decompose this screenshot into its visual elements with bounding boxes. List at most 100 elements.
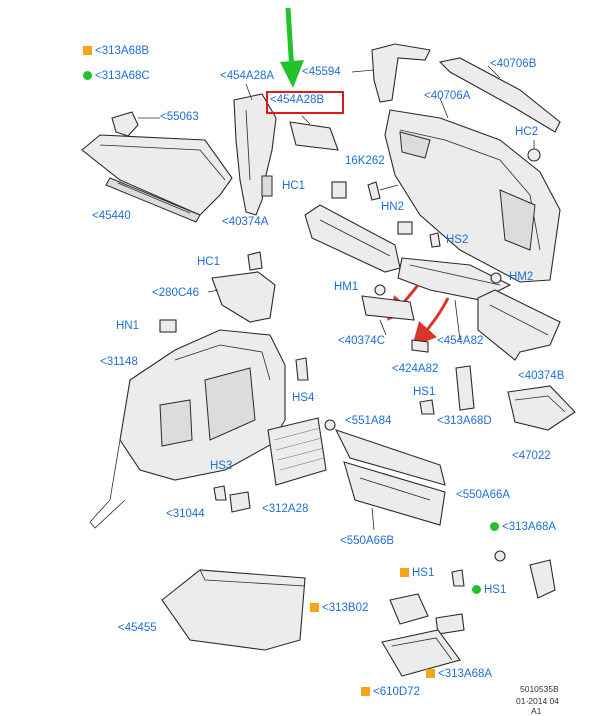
hc1-clip-part — [331, 181, 347, 199]
square-marker — [400, 568, 409, 577]
hm2-part — [490, 272, 502, 284]
callout-40706A: <40706A — [424, 90, 471, 102]
callout-313A68A-bottom-label: <313A68A — [438, 668, 493, 680]
hs1-lower-screw-part — [451, 569, 465, 587]
callout-40374C: <40374C — [338, 335, 385, 347]
dot-marker — [83, 71, 92, 80]
trim-454A28B-part — [289, 115, 339, 151]
callout-16K262: 16K262 — [345, 155, 385, 167]
legend-square: <313A68B — [83, 45, 149, 58]
square-marker — [310, 603, 319, 612]
callout-313A68A-top-label: <313A68A — [502, 521, 557, 533]
upper-trim-part — [351, 43, 431, 103]
callout-454A82: <454A82 — [437, 335, 484, 347]
sill-40374A-part — [304, 204, 401, 273]
callout-HS1-square-label: HS1 — [412, 567, 435, 579]
callout-313B02-label: <313B02 — [322, 602, 369, 614]
callout-31148: <31148 — [100, 356, 138, 368]
callout-550A66A: <550A66A — [456, 489, 511, 501]
callout-HS1-dot-label: HS1 — [484, 584, 507, 596]
hc1-lower-clip-part — [247, 251, 263, 271]
callout-47022: <47022 — [512, 450, 551, 462]
dot-marker — [490, 522, 499, 531]
legend-dot-label: <313A68C — [95, 70, 150, 82]
square-marker — [361, 687, 370, 696]
callout-610D72: <610D72 — [361, 686, 420, 699]
callout-HS4: HS4 — [292, 392, 315, 404]
clip-55063-part — [111, 111, 160, 137]
callout-45594: <45594 — [302, 66, 341, 78]
highlight-box — [266, 91, 344, 114]
hn1-nut-part — [159, 319, 177, 333]
callout-HC1-lower: HC1 — [197, 256, 221, 268]
hn2-nut-part — [397, 221, 413, 235]
legend-dot: <313A68C — [83, 70, 150, 83]
callout-313A68A-top: <313A68A — [490, 521, 556, 534]
load-cover-part — [81, 134, 233, 223]
trim-454A82-part — [454, 299, 461, 341]
legend-square-label: <313A68B — [95, 45, 150, 57]
pillar-trim-part — [233, 83, 277, 216]
callout-551A84: <551A84 — [345, 415, 392, 427]
callout-HM1: HM1 — [334, 281, 359, 293]
trim-40374C-part — [361, 295, 415, 336]
callout-280C46: <280C46 — [152, 287, 199, 299]
callout-45455: <45455 — [118, 622, 157, 634]
fastener-16K262-part — [367, 181, 399, 201]
callout-HN1: HN1 — [116, 320, 140, 332]
trim-424A82-part — [411, 339, 429, 353]
square-marker — [426, 669, 435, 678]
bracket-313B02-part — [389, 593, 429, 625]
callout-HC1-upper: HC1 — [282, 180, 306, 192]
moulding-40706B-part — [438, 57, 561, 133]
callout-40374A: <40374A — [222, 216, 269, 228]
hs3-screw-part — [213, 485, 227, 501]
fastener-551A84-part — [324, 419, 336, 431]
callout-610D72-label: <610D72 — [373, 686, 420, 698]
callout-55063: <55063 — [160, 111, 199, 123]
callout-HM2: HM2 — [509, 271, 534, 283]
hook-313A68A-part — [494, 550, 556, 599]
tray-610D72-part — [381, 629, 461, 677]
callout-HS3: HS3 — [210, 460, 233, 472]
sill-40374B-part — [477, 289, 561, 361]
hc2-fastener-part — [527, 140, 541, 162]
callout-313A68D: <313A68D — [437, 415, 492, 427]
callout-40706B: <40706B — [490, 58, 537, 70]
callout-454A28B: <454A28B — [270, 94, 325, 106]
hook-lower-313A68A-part — [435, 613, 465, 635]
hm1-part — [374, 284, 386, 296]
callout-550A66B: <550A66B — [340, 535, 395, 547]
hs4-screw-part — [295, 357, 309, 381]
hs1-screw-part — [419, 399, 435, 415]
floor-mat-part — [161, 569, 306, 651]
callout-424A82: <424A82 — [392, 363, 439, 375]
callout-313A68A-bottom: <313A68A — [426, 668, 492, 681]
footer-code: 5010535B — [520, 684, 559, 694]
callout-HS1-square: HS1 — [400, 567, 434, 580]
cover-31044-part — [229, 491, 251, 513]
callout-HN2: HN2 — [381, 201, 405, 213]
bracket-280C46-part — [207, 271, 276, 323]
hs2-screw-part — [429, 232, 441, 248]
panel-550A66-part — [334, 429, 446, 531]
tailgate-trim-part — [384, 97, 561, 283]
callout-HS1-middle: HS1 — [413, 386, 436, 398]
square-marker — [83, 46, 92, 55]
callout-454A28A: <454A28A — [220, 70, 275, 82]
handle-313A68D-part — [455, 365, 475, 411]
footer-sheet: A1 — [531, 706, 542, 716]
callout-313B02: <313B02 — [310, 602, 368, 615]
footer-date: 01-2014 04 — [516, 696, 560, 706]
callout-45440: <45440 — [92, 210, 131, 222]
callout-40374B: <40374B — [518, 370, 565, 382]
callout-HS2: HS2 — [446, 234, 469, 246]
dot-marker — [472, 585, 481, 594]
callout-31044: <31044 — [166, 508, 205, 520]
grille-312A28-part — [267, 417, 327, 486]
callout-312A28: <312A28 — [262, 503, 309, 515]
quarter-trim-part — [89, 329, 286, 529]
bin-47022-part — [507, 385, 576, 431]
callout-HS1-dot: HS1 — [472, 584, 506, 597]
